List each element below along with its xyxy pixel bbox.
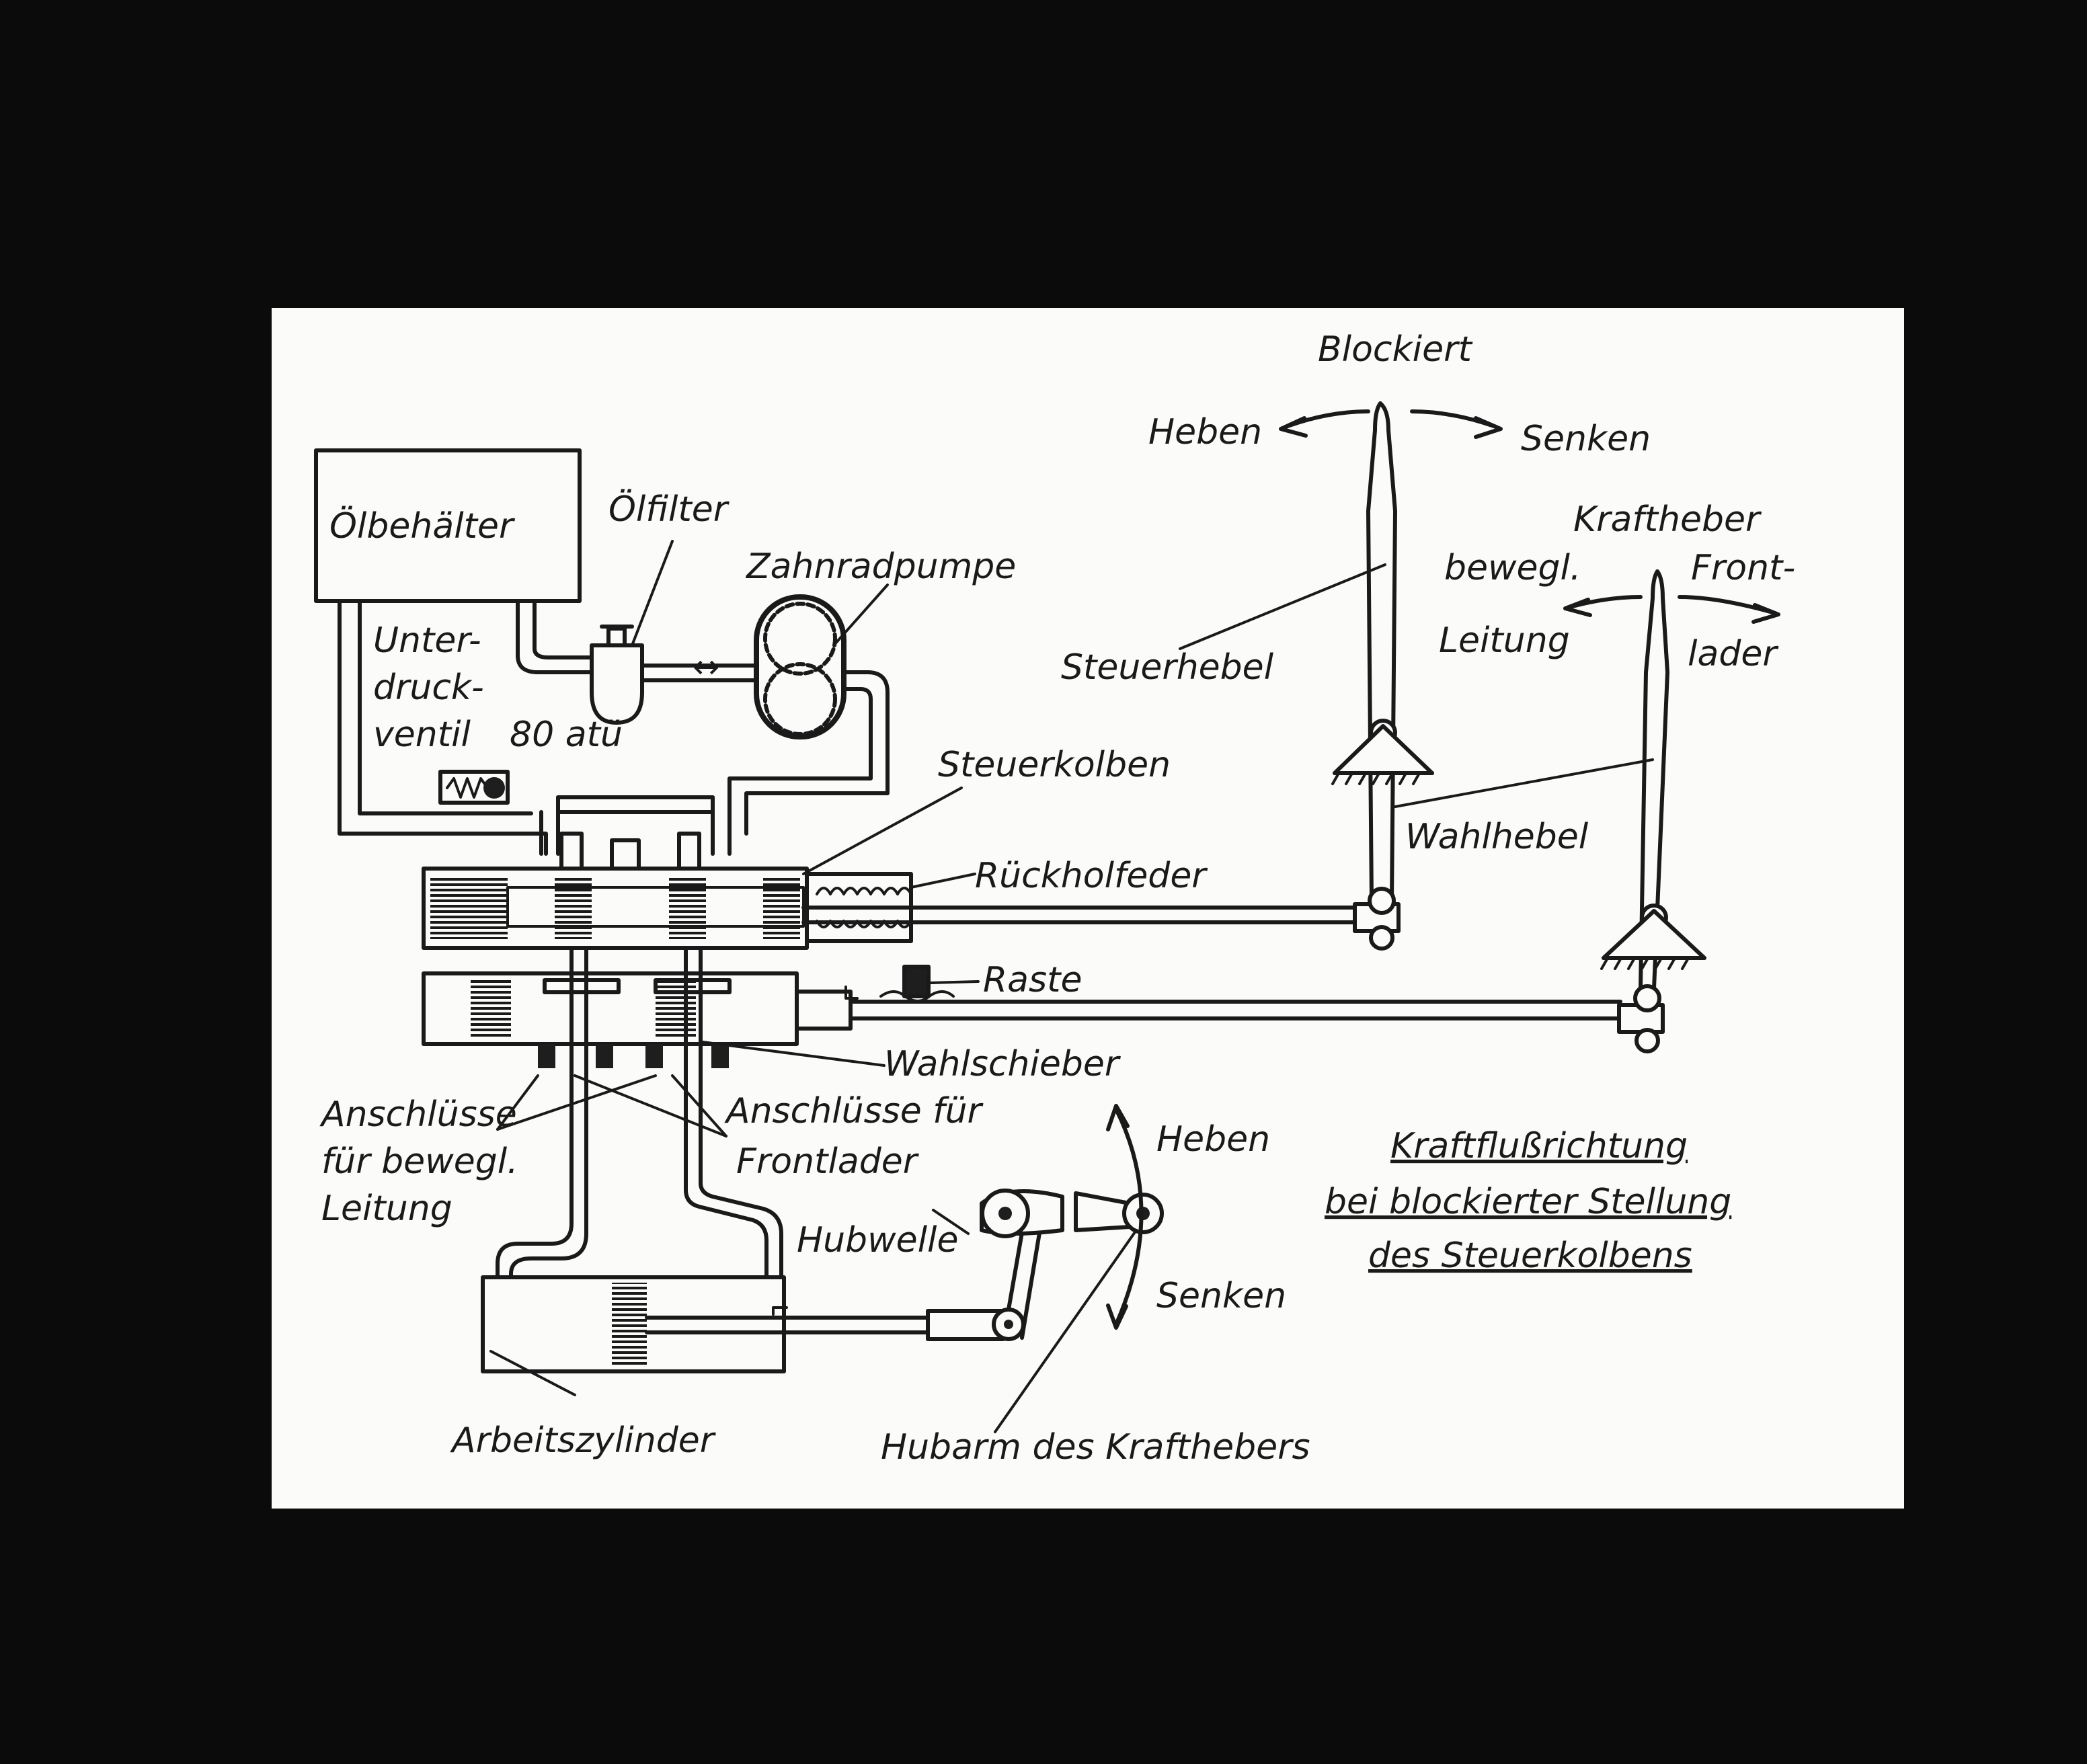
- selector-lever: [1600, 569, 1706, 1053]
- label-anschluesse-front-2: Frontlader: [736, 1141, 920, 1182]
- return-pipe-outer: [338, 599, 548, 856]
- label-zahnradpumpe: Zahnradpumpe: [745, 547, 1016, 587]
- svg-text:↔: ↔: [693, 648, 719, 686]
- relief-valve: [438, 770, 510, 805]
- lift-arc-arrow: [1106, 1104, 1144, 1330]
- leader-lines: [489, 540, 1654, 1433]
- label-bewegl: beweg​l.: [1444, 548, 1581, 588]
- label-lader: lader: [1688, 634, 1779, 674]
- label-senken-lower: Senken: [1156, 1276, 1286, 1316]
- lift-linkage: [926, 1189, 1164, 1341]
- label-heben-top: Heben: [1148, 412, 1262, 452]
- label-anschluesse-bew-1: Anschlüsse: [319, 1094, 517, 1135]
- caption-line-2: bei blockierter Stellung: [1325, 1182, 1731, 1222]
- label-wahlhebel: Wahlhebel: [1405, 817, 1589, 857]
- label-wahlschieber: Wahlschieber: [884, 1044, 1121, 1084]
- hydraulic-circuit: ↔: [314, 448, 1622, 1373]
- ports: [538, 1044, 729, 1068]
- label-raste: Raste: [983, 960, 1082, 1000]
- label-oelbehaelter: Ölbehälter: [329, 506, 516, 547]
- label-unterdruck-1: Unter-: [373, 620, 481, 661]
- working-cylinder: [481, 1275, 930, 1373]
- label-rueckholfeder: Rückholfeder: [975, 856, 1208, 896]
- label-heben-lower: Heben: [1156, 1119, 1270, 1160]
- label-druck: 80 atü: [510, 715, 623, 755]
- label-arbeitszylinder: Arbeitszylinder: [450, 1420, 717, 1461]
- control-piston-block: [422, 832, 809, 950]
- label-hubarm: Hubarm des Krafthebers: [881, 1427, 1310, 1468]
- oil-tank: [314, 448, 582, 603]
- label-unterdruck-3: ventil: [373, 715, 471, 755]
- suction-pipe-b: [533, 599, 594, 659]
- suction-pipe-a: [516, 599, 594, 674]
- selector-valve-block: [422, 971, 853, 1046]
- label-anschluesse-front-1: Anschlüsse für: [724, 1091, 984, 1131]
- gear-pump: [754, 594, 846, 739]
- oil-filter: [590, 625, 644, 725]
- detent: [844, 965, 955, 1002]
- steering-lever: [1331, 401, 1434, 951]
- label-leitung: Leitung: [1439, 620, 1570, 661]
- label-steuerkolben: Steuerkolben: [938, 745, 1171, 785]
- caption-line-1: Kraftflußrichtung: [1390, 1126, 1688, 1166]
- label-hubwelle: Hubwelle: [797, 1220, 958, 1260]
- return-pipe-inner: [358, 599, 533, 815]
- label-steuerhebel: Steuerhebel: [1061, 647, 1274, 688]
- label-unterdruck-2: druck-: [373, 668, 484, 708]
- label-blockiert: Blockiert: [1318, 329, 1472, 370]
- label-anschluesse-bew-3: Leitung: [321, 1189, 452, 1229]
- label-oelfilter: Ölfilter: [608, 489, 730, 530]
- label-senken-top: Senken: [1521, 419, 1651, 459]
- lever-arrows: [1279, 409, 1780, 624]
- caption-line-3: des Steuerkolbens: [1368, 1236, 1692, 1276]
- label-kraftheber: Kraftheber: [1573, 499, 1762, 540]
- label-front: Front-: [1691, 548, 1795, 588]
- labels: Ölbehälter Ölfilter Zahnradpumpe Unter- …: [319, 329, 1795, 1468]
- label-anschluesse-bew-2: für beweg​l.: [321, 1141, 518, 1182]
